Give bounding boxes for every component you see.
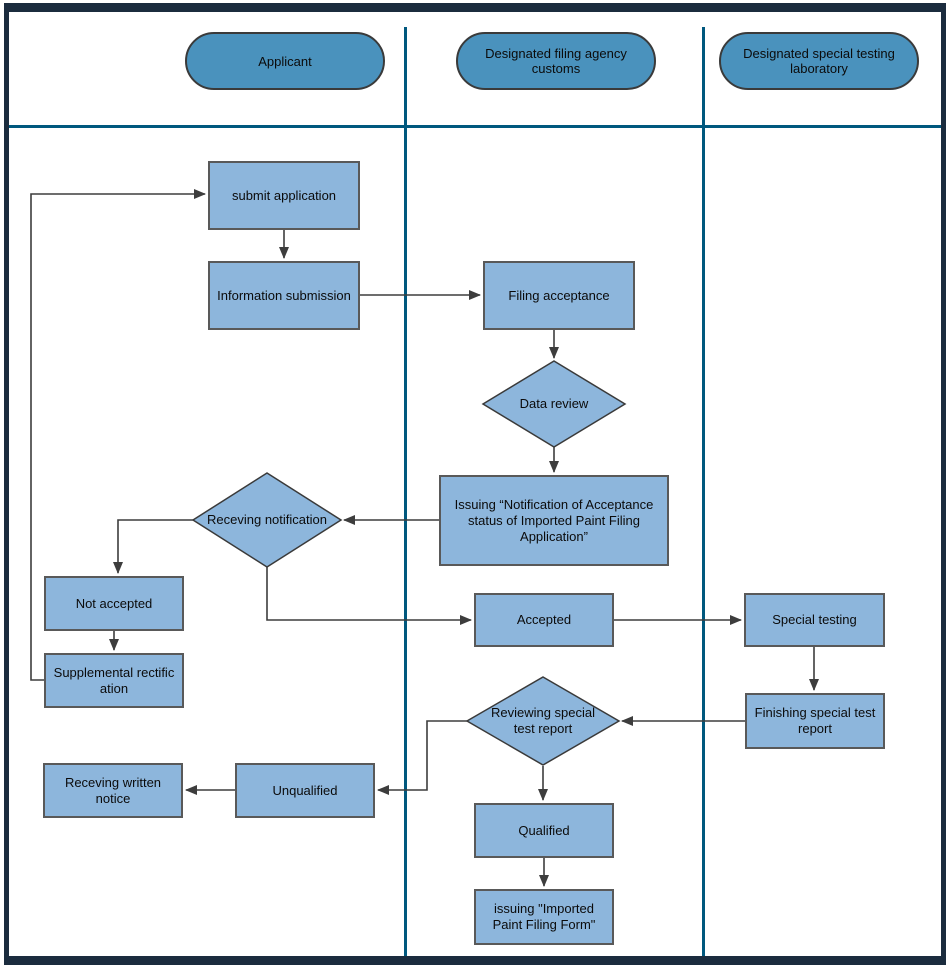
node-submit-application: submit application — [208, 161, 360, 230]
node-label: Finishing special test report — [754, 705, 876, 736]
node-accepted: Accepted — [474, 593, 614, 647]
node-label: Issuing “Notification of Acceptance stat… — [454, 496, 654, 544]
lane-header-special-testing-laboratory: Designated special testing laboratory — [719, 32, 919, 90]
arrow-notification-to-not-accepted — [113, 519, 193, 574]
arrow-notification-to-accepted — [266, 567, 472, 625]
node-issuing-notification: Issuing “Notification of Acceptance stat… — [439, 475, 669, 566]
node-label: Information submission — [217, 287, 351, 303]
node-supplemental-rectification: Supplemental rectific ation — [44, 653, 184, 708]
node-label: Qualified — [518, 822, 570, 838]
node-issuing-imported-paint-filing-form: issuing "Imported Paint Filing Form" — [474, 889, 614, 945]
node-qualified: Qualified — [474, 803, 614, 858]
node-label: issuing "Imported Paint Filing Form" — [492, 901, 596, 932]
lane-header-applicant: Applicant — [185, 32, 385, 90]
node-special-testing: Special testing — [744, 593, 885, 647]
node-not-accepted: Not accepted — [44, 576, 184, 631]
node-label: Not accepted — [75, 595, 153, 611]
lane-header-label: Applicant — [258, 53, 312, 69]
node-finishing-special-test-report: Finishing special test report — [745, 693, 885, 749]
node-label: Accepted — [516, 612, 572, 627]
node-information-submission: Information submission — [208, 261, 360, 330]
data-review-diamond-shape — [481, 360, 627, 448]
connectors — [30, 189, 819, 887]
arrow-reviewing-to-unqualified — [377, 720, 467, 795]
node-label: Unqualified — [272, 782, 338, 798]
node-label: Receving written notice — [64, 774, 162, 806]
lane-header-label: Designated filing agency customs — [485, 46, 627, 76]
node-label: Special testing — [772, 612, 857, 627]
receving-notification-diamond-shape — [191, 472, 343, 568]
arrow-supplemental-to-submit-feedback — [30, 189, 206, 681]
lane-divider-2 — [702, 27, 705, 956]
node-label: Supplemental rectific ation — [53, 664, 175, 696]
lane-header-filing-agency-customs: Designated filing agency customs — [456, 32, 656, 90]
header-separator-line — [9, 125, 941, 128]
lane-header-label: Designated special testing laboratory — [743, 46, 895, 76]
node-label: Filing acceptance — [508, 287, 610, 303]
node-receving-written-notice: Receving written notice — [43, 763, 183, 818]
diamond-shapes — [191, 360, 627, 766]
node-unqualified: Unqualified — [235, 763, 375, 818]
reviewing-report-diamond-shape — [465, 676, 621, 766]
node-filing-acceptance: Filing acceptance — [483, 261, 635, 330]
lane-divider-1 — [404, 27, 407, 956]
node-label: submit application — [231, 187, 337, 203]
